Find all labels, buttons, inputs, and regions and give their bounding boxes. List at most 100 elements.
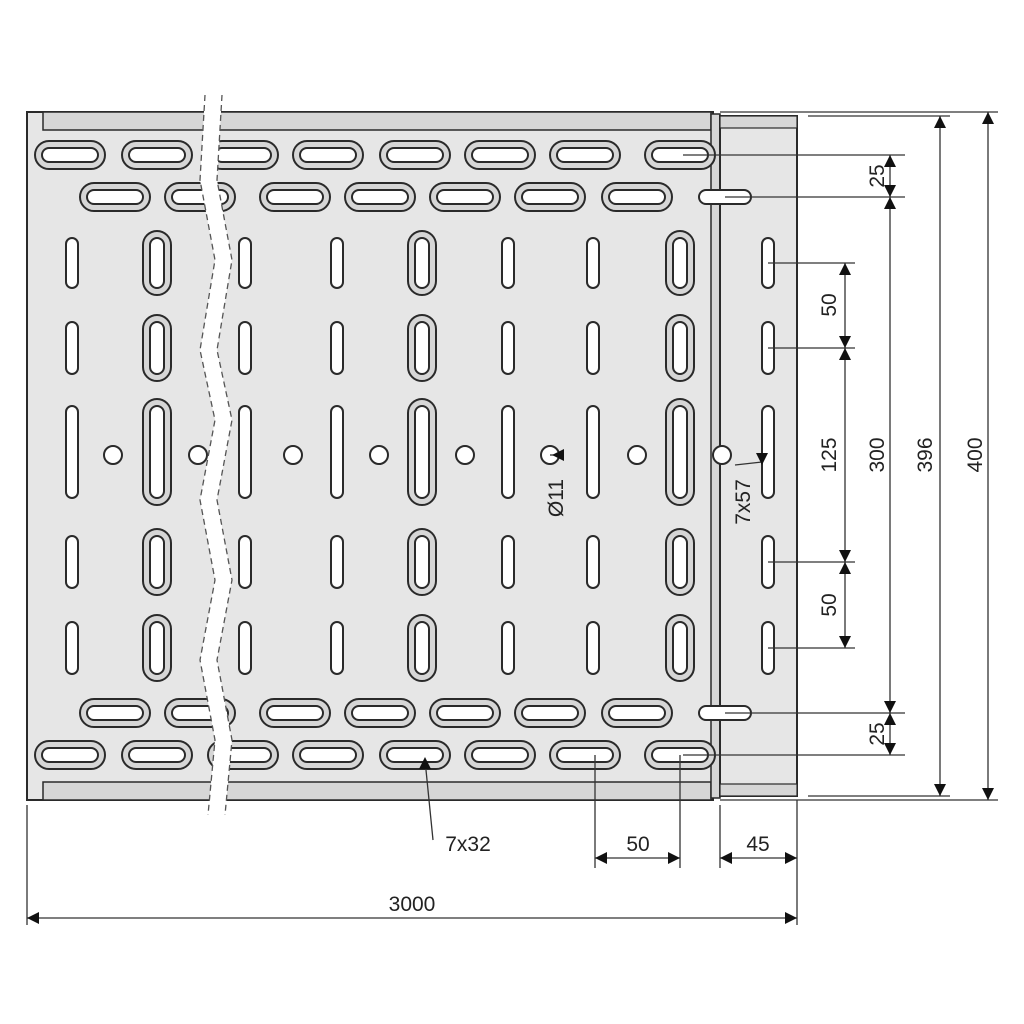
horizontal-slot	[386, 747, 444, 763]
vertical-slot	[330, 321, 344, 375]
vertical-slot-rimmed	[149, 535, 165, 589]
vertical-slot-rimmed	[414, 237, 430, 289]
mounting-hole	[455, 445, 475, 465]
mounting-hole	[627, 445, 647, 465]
mounting-hole	[369, 445, 389, 465]
horizontal-slot	[521, 189, 579, 205]
dimension-arrow	[839, 550, 851, 562]
vertical-slot	[501, 321, 515, 375]
dim-outer-width: 400	[964, 437, 987, 472]
vertical-slot-rimmed	[414, 535, 430, 589]
leader-line	[424, 759, 434, 841]
dimension-arrow	[785, 912, 797, 924]
horizontal-slot	[436, 189, 494, 205]
dimension-arrow	[419, 757, 431, 769]
horizontal-slot	[556, 147, 614, 163]
dimension-arrow	[884, 743, 896, 755]
vertical-slot-rimmed	[672, 621, 688, 675]
vertical-slot-rimmed	[149, 405, 165, 499]
dimension-arrow	[756, 453, 768, 465]
horizontal-slot	[86, 189, 144, 205]
horizontal-slot	[299, 147, 357, 163]
vertical-slot	[238, 405, 252, 499]
dimension-arrow	[934, 784, 946, 796]
vertical-slot-rimmed	[672, 535, 688, 589]
vertical-slot	[65, 535, 79, 589]
horizontal-slot	[608, 189, 666, 205]
horizontal-slot	[86, 705, 144, 721]
top-edge-strip	[42, 111, 712, 131]
vertical-slot	[238, 237, 252, 289]
vertical-slot	[501, 405, 515, 499]
vertical-slot-rimmed	[672, 405, 688, 499]
dim-bottom-offset: 25	[866, 722, 889, 745]
vertical-slot-rimmed	[414, 621, 430, 675]
dimension-arrow	[884, 185, 896, 197]
vertical-slot	[65, 621, 79, 675]
vertical-slot	[330, 405, 344, 499]
dim-slot-pitch-top: 50	[818, 293, 841, 316]
dimension-arrow	[982, 788, 994, 800]
vertical-slot	[586, 535, 600, 589]
vertical-slot-rimmed	[414, 321, 430, 375]
break-line	[216, 94, 233, 816]
vertical-slot	[330, 535, 344, 589]
horizontal-slot	[266, 705, 324, 721]
vertical-slot-rimmed	[672, 237, 688, 289]
mounting-hole	[103, 445, 123, 465]
dimension-arrow	[884, 155, 896, 167]
dimension-arrow	[839, 336, 851, 348]
leader-line	[734, 461, 763, 466]
vertical-slot	[586, 237, 600, 289]
vertical-slot	[238, 621, 252, 675]
vertical-slot-rimmed	[414, 405, 430, 499]
horizontal-slot	[436, 705, 494, 721]
vertical-slot	[65, 321, 79, 375]
vertical-slot	[586, 321, 600, 375]
horizontal-slot	[351, 189, 409, 205]
mounting-hole	[283, 445, 303, 465]
vertical-slot	[586, 621, 600, 675]
dimension-arrow	[934, 116, 946, 128]
dimension-arrow	[884, 701, 896, 713]
dim-slot-pitch-bottom: 50	[818, 593, 841, 616]
flange-top-strip	[719, 115, 798, 129]
vertical-slot-rimmed	[149, 621, 165, 675]
dim-top-offset: 25	[866, 164, 889, 187]
horizontal-slot	[128, 747, 186, 763]
vertical-slot	[330, 237, 344, 289]
vertical-slot-rimmed	[149, 321, 165, 375]
horizontal-slot	[214, 147, 272, 163]
dimension-arrow	[839, 348, 851, 360]
dim-slot-pitch-mid: 125	[818, 437, 841, 472]
flange-bottom-strip	[719, 783, 798, 797]
mounting-hole	[712, 445, 732, 465]
horizontal-slot	[128, 147, 186, 163]
break-line	[199, 94, 216, 816]
dimension-arrow	[552, 449, 564, 461]
dimension-arrow	[27, 912, 39, 924]
dimension-arrow	[839, 636, 851, 648]
vertical-slot	[501, 237, 515, 289]
horizontal-slot	[266, 189, 324, 205]
vertical-slot-rimmed	[672, 321, 688, 375]
horizontal-slot	[471, 147, 529, 163]
vertical-slot	[238, 321, 252, 375]
dim-inner-width: 396	[914, 437, 937, 472]
mounting-hole	[188, 445, 208, 465]
dimension-arrow	[839, 263, 851, 275]
dim-inner-span: 300	[866, 437, 889, 472]
horizontal-slot	[471, 747, 529, 763]
dim-hole-diameter: Ø11	[545, 479, 568, 517]
horizontal-slot	[386, 147, 444, 163]
dimension-arrow	[982, 112, 994, 124]
dimension-arrow	[884, 197, 896, 209]
horizontal-slot	[608, 705, 666, 721]
dim-length: 3000	[389, 893, 436, 916]
vertical-slot	[65, 237, 79, 289]
vertical-slot	[586, 405, 600, 499]
vertical-slot	[501, 535, 515, 589]
vertical-slot	[238, 535, 252, 589]
